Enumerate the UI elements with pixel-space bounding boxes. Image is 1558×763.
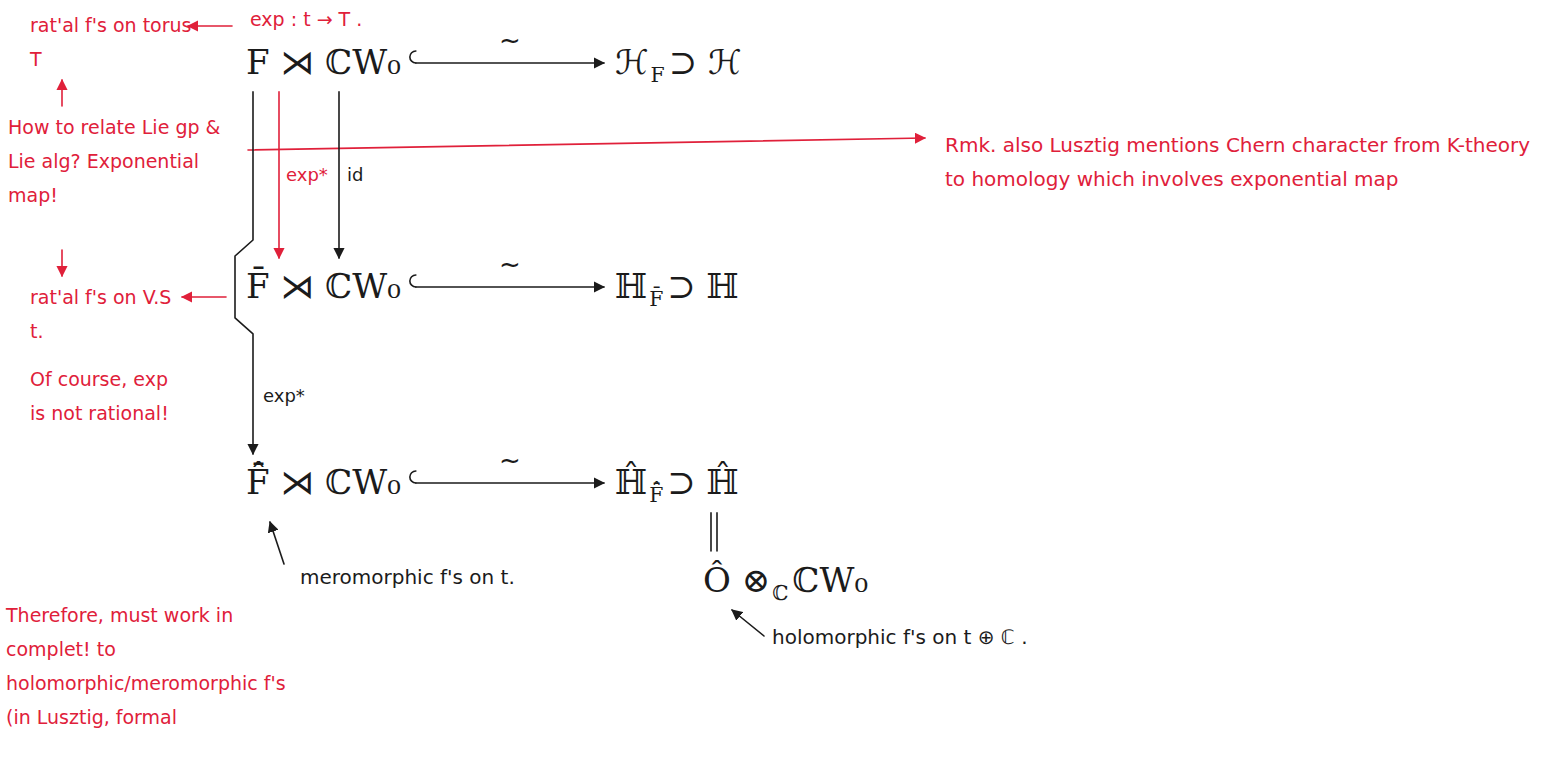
subscript: ℂ bbox=[772, 580, 788, 608]
math-term: F̄̂ ⋊ ℂW₀ bbox=[243, 458, 404, 508]
arrow bbox=[711, 513, 717, 551]
arrow bbox=[416, 286, 604, 288]
math-term: ℋF⊃ ℋ bbox=[612, 38, 745, 88]
math-term: ℍF̄⊃ ℍ bbox=[612, 262, 742, 312]
handwritten-note: rat'al f's on torus T bbox=[30, 8, 195, 76]
leader-arrow bbox=[248, 138, 925, 150]
math-symbol: ⊃ ℍ̂ bbox=[667, 460, 738, 506]
arrow bbox=[416, 62, 604, 64]
hook-tail bbox=[410, 275, 416, 287]
handwritten-note: holomorphic f's on t ⊕ ℂ . bbox=[772, 620, 1112, 654]
math-symbol: F̄̂ ⋊ ℂW₀ bbox=[246, 460, 401, 506]
arrow-label: exp* bbox=[285, 164, 329, 186]
math-symbol: ℋ bbox=[615, 40, 649, 86]
math-symbol: ℍ̂ bbox=[615, 460, 647, 506]
arrow bbox=[338, 92, 340, 258]
math-symbol: ℂW₀ bbox=[792, 558, 868, 604]
leader-arrow bbox=[61, 250, 63, 276]
leader-arrow bbox=[61, 80, 63, 106]
math-symbol: ⊃ ℋ bbox=[669, 40, 742, 86]
handwritten-note: Of course, exp is not rational! bbox=[30, 362, 180, 430]
arrow-label: ~ bbox=[498, 253, 522, 275]
subscript: F̄̂ bbox=[649, 482, 663, 510]
arrow-label: ~ bbox=[498, 29, 522, 51]
math-term: ℍ̂F̄̂ ⊃ ℍ̂ bbox=[612, 458, 742, 508]
leader-arrow bbox=[732, 610, 764, 636]
arrow bbox=[278, 92, 280, 258]
arrow-label: ~ bbox=[498, 449, 522, 471]
math-term: F ⋊ ℂW₀ bbox=[243, 38, 404, 88]
subscript: F bbox=[651, 62, 665, 90]
subscript: F̄ bbox=[649, 286, 663, 314]
leader-arrow bbox=[270, 522, 284, 564]
leader-arrow bbox=[182, 296, 226, 298]
handwritten-note: rat'al f's on V.S t. bbox=[30, 280, 190, 348]
handwritten-note: How to relate Lie gp & Lie alg? Exponent… bbox=[8, 110, 223, 212]
math-term: Ô ⊗ℂℂW₀ bbox=[700, 556, 871, 606]
hook-tail bbox=[410, 51, 416, 63]
handwritten-note: meromorphic f's on t. bbox=[300, 560, 590, 594]
arrow bbox=[416, 482, 604, 484]
leader-arrow bbox=[188, 25, 232, 27]
math-symbol: ℍ bbox=[615, 264, 647, 310]
math-symbol: F̄ ⋊ ℂW₀ bbox=[246, 264, 401, 310]
hook-tail bbox=[410, 471, 416, 483]
handwritten-note: exp : t → T . bbox=[250, 2, 450, 36]
math-term: F̄ ⋊ ℂW₀ bbox=[243, 262, 404, 312]
handwritten-note: Therefore, must work in complet! to holo… bbox=[6, 598, 294, 734]
math-symbol: F ⋊ ℂW₀ bbox=[246, 40, 401, 86]
math-symbol: ⊃ ℍ bbox=[667, 264, 738, 310]
math-symbol: Ô ⊗ bbox=[703, 558, 770, 604]
handwritten-note: Rmk. also Lusztig mentions Chern charact… bbox=[945, 128, 1535, 196]
arrow-label: id bbox=[346, 164, 364, 186]
arrow-label: exp* bbox=[262, 385, 306, 407]
